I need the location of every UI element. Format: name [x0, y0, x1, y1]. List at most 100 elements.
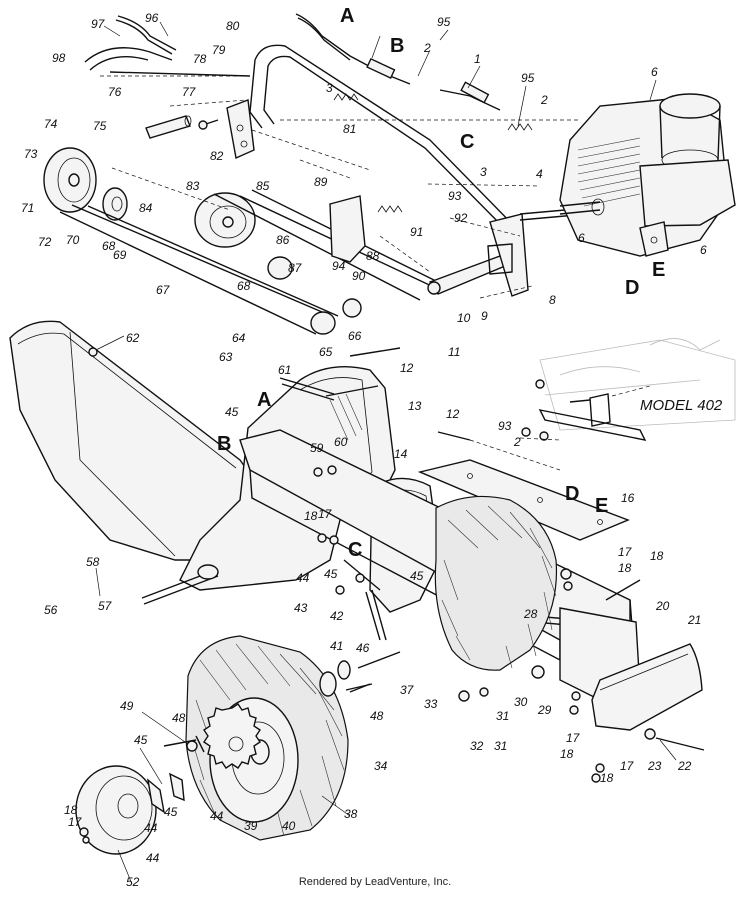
callout-label: 86 [276, 233, 290, 247]
callout-label: 93 [498, 419, 512, 433]
callout-label: 56 [44, 603, 58, 617]
callout-label: 17 [68, 815, 83, 829]
callout-label: 79 [212, 43, 226, 57]
callout-label: 82 [210, 149, 224, 163]
connection-letter: B [390, 35, 404, 57]
callout-label: 8 [549, 293, 556, 307]
callout-label: 17 [618, 545, 633, 559]
callout-label: 65 [319, 345, 333, 359]
callout-label: 44 [144, 821, 158, 835]
callout-label: 69 [113, 248, 127, 262]
callout-label: 62 [126, 331, 140, 345]
callout-label: 68 [102, 239, 116, 253]
callout-label: 83 [186, 179, 200, 193]
model-402-inset [521, 338, 736, 441]
callout-label: 84 [139, 201, 153, 215]
callout-label: 38 [344, 807, 358, 821]
callout-label: 2 [423, 41, 431, 55]
callout-label: 70 [66, 233, 80, 247]
leader-lines [95, 21, 677, 885]
callout-label: 3 [326, 81, 333, 95]
callout-label: 57 [98, 599, 113, 613]
callout-label: 63 [219, 350, 233, 364]
callout-label: 18 [560, 747, 574, 761]
callout-label: 48 [370, 709, 384, 723]
callout-label: 18 [64, 803, 78, 817]
callout-label: 11 [448, 345, 460, 359]
callout-label: 37 [400, 683, 415, 697]
callout-label: 1 [474, 52, 481, 66]
callout-label: 34 [374, 759, 388, 773]
callout-label: 97 [91, 17, 106, 31]
callout-label: 96 [145, 11, 159, 25]
callout-label: 6 [700, 243, 707, 257]
callout-label: 29 [537, 703, 552, 717]
connection-letter: E [595, 495, 608, 517]
callout-label: 18 [600, 771, 614, 785]
callout-label: 87 [288, 261, 303, 275]
pulley-belt-assembly [43, 75, 611, 335]
callout-label: 88 [366, 249, 380, 263]
callout-label: 21 [687, 613, 701, 627]
callout-label: 78 [193, 52, 207, 66]
callout-label: 31 [494, 739, 507, 753]
connection-letter: D [625, 277, 639, 299]
callout-label: 80 [226, 19, 240, 33]
callout-label: 6 [578, 231, 585, 245]
callout-label: 12 [400, 361, 414, 375]
callout-label: 4 [536, 167, 543, 181]
handle-assembly [84, 44, 526, 263]
callout-label: 89 [314, 175, 328, 189]
callout-label: 72 [38, 235, 52, 249]
control-cables [115, 13, 533, 213]
connection-letter: C [460, 131, 474, 153]
callout-label: 76 [108, 85, 122, 99]
callout-label: 14 [394, 447, 408, 461]
callout-label: 94 [332, 259, 346, 273]
callout-label: 23 [647, 759, 662, 773]
callout-label: 60 [334, 435, 348, 449]
engine [559, 93, 736, 257]
callout-label: 68 [237, 279, 251, 293]
callout-label: 32 [470, 739, 484, 753]
wheel-left-assembly [75, 635, 401, 855]
callout-label: 61 [278, 363, 291, 377]
callout-label: 95 [437, 15, 451, 29]
callout-label: 22 [677, 759, 692, 773]
model-label: MODEL 402 [640, 397, 723, 414]
callout-label: 9 [481, 309, 488, 323]
callout-label: 20 [655, 599, 670, 613]
callout-label: 45 [134, 733, 148, 747]
callout-label: 58 [86, 555, 100, 569]
wheel-right-assembly [434, 495, 558, 671]
callout-label: 75 [93, 119, 107, 133]
callout-label: 95 [521, 71, 535, 85]
callout-label: 10 [457, 311, 471, 325]
connection-letter: D [565, 483, 579, 505]
callout-label: 43 [294, 601, 308, 615]
callout-label: 6 [651, 65, 658, 79]
callout-label: 40 [282, 819, 296, 833]
callout-label: 30 [514, 695, 528, 709]
callout-label: 3 [480, 165, 487, 179]
callout-label: 49 [120, 699, 134, 713]
connection-letter: E [652, 259, 665, 281]
callout-label: 17 [566, 731, 581, 745]
callout-label: 39 [244, 819, 258, 833]
callout-label: 41 [330, 639, 343, 653]
callout-label: 18 [650, 549, 664, 563]
connection-letter: A [257, 389, 271, 411]
callout-label: 92 [454, 211, 468, 225]
connection-letter: C [348, 539, 362, 561]
callout-label: 17 [620, 759, 635, 773]
callout-label: 45 [324, 567, 338, 581]
callout-label: 66 [348, 329, 362, 343]
callout-label: 31 [496, 709, 509, 723]
callout-label: 81 [343, 122, 356, 136]
callout-label: 64 [232, 331, 246, 345]
callout-label: 74 [44, 117, 58, 131]
callout-label: 42 [330, 609, 344, 623]
callout-label: 28 [523, 607, 538, 621]
callout-label: 45 [410, 569, 424, 583]
callout-label: 17 [318, 507, 333, 521]
